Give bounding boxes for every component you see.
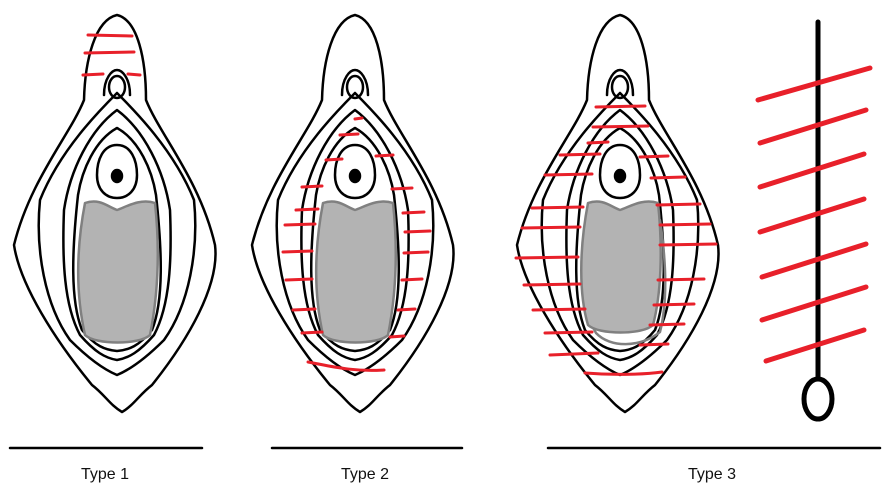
type3-stitch-left-3 xyxy=(545,174,592,175)
type2-stitch-right-7 xyxy=(402,279,422,280)
pin-stitch-3 xyxy=(760,154,864,187)
type3-stitch-right-2 xyxy=(651,177,685,178)
type2-stitch-right-4 xyxy=(403,212,424,213)
type2-stitch-left-7 xyxy=(286,279,312,280)
type1-label: Type 1 xyxy=(81,466,129,484)
type3-stitch-left-7 xyxy=(524,284,580,285)
type3-stitch-right-5 xyxy=(660,244,716,245)
type2-stitch-left-9 xyxy=(302,332,322,333)
type2-stitch-left-1 xyxy=(340,134,358,135)
suture-pin xyxy=(758,22,870,419)
type3-vaginal-opening xyxy=(581,202,660,333)
type3-stitch-right-3 xyxy=(657,204,700,205)
type1-stitch-4 xyxy=(128,74,140,75)
type2-stitch-left-4 xyxy=(296,209,318,210)
type2-stitch-right-9 xyxy=(390,336,404,337)
type2-stitch-right-1 xyxy=(355,118,362,119)
type3-stitch-right-6 xyxy=(658,279,704,280)
type2-stitch-right-6 xyxy=(404,252,428,253)
pin-stitch-1 xyxy=(758,68,870,100)
type1-stitch-1 xyxy=(88,35,132,36)
type2-diagram xyxy=(252,15,454,412)
type3-stitch-left-6 xyxy=(516,257,578,258)
type3-clitoral-hood xyxy=(607,70,633,95)
pin-stitch-5 xyxy=(762,244,866,277)
type2-clitoral-hood xyxy=(342,70,368,95)
type3-diagram xyxy=(516,15,719,412)
type3-stitch-left-9 xyxy=(545,332,592,333)
type2-stitch-right-2 xyxy=(376,155,393,156)
type3-stitch-left-1 xyxy=(588,142,608,143)
type2-stitch-left-2 xyxy=(326,159,342,160)
type2-stitch-left-5 xyxy=(285,224,315,225)
type1-urethra-dot xyxy=(112,170,122,182)
type3-stitch-2 xyxy=(593,126,648,127)
type2-stitch-left-8 xyxy=(293,309,315,310)
type3-stitch-left-2 xyxy=(560,154,600,155)
pin-loop xyxy=(804,379,832,419)
type3-stitch-left-8 xyxy=(533,309,585,310)
type3-stitch-right-9 xyxy=(640,344,668,345)
type2-stitch-right-5 xyxy=(405,231,430,232)
pin-stitch-2 xyxy=(760,110,866,143)
pin-stitch-4 xyxy=(760,199,864,232)
type2-urethra-dot xyxy=(350,170,360,182)
type3-stitch-right-1 xyxy=(640,156,668,157)
type3-stitch-1 xyxy=(596,106,645,107)
type3-stitch-left-10 xyxy=(550,353,598,355)
type3-stitch-left-4 xyxy=(532,207,583,208)
type1-clitoral-hood xyxy=(104,70,130,95)
type3-stitch-right-4 xyxy=(660,224,710,225)
type1-stitch-2 xyxy=(85,52,134,53)
pin-stitch-7 xyxy=(766,330,864,361)
type3-stitch-right-7 xyxy=(654,304,694,305)
pin-stitch-6 xyxy=(762,287,866,320)
type2-stitch-left-3 xyxy=(302,186,322,187)
type3-stitch-right-8 xyxy=(650,324,684,325)
type2-label: Type 2 xyxy=(341,466,389,484)
type1-stitch-3 xyxy=(83,74,103,75)
type2-vaginal-opening xyxy=(316,202,395,343)
type1-vaginal-opening xyxy=(78,202,157,343)
type2-stitch-right-8 xyxy=(398,309,415,310)
type1-diagram xyxy=(14,15,216,412)
type3-label: Type 3 xyxy=(688,466,736,484)
type2-stitch-right-3 xyxy=(392,188,412,189)
type2-stitch-left-6 xyxy=(283,251,312,252)
type3-urethra-dot xyxy=(615,170,625,182)
type3-stitch-left-5 xyxy=(522,227,580,228)
